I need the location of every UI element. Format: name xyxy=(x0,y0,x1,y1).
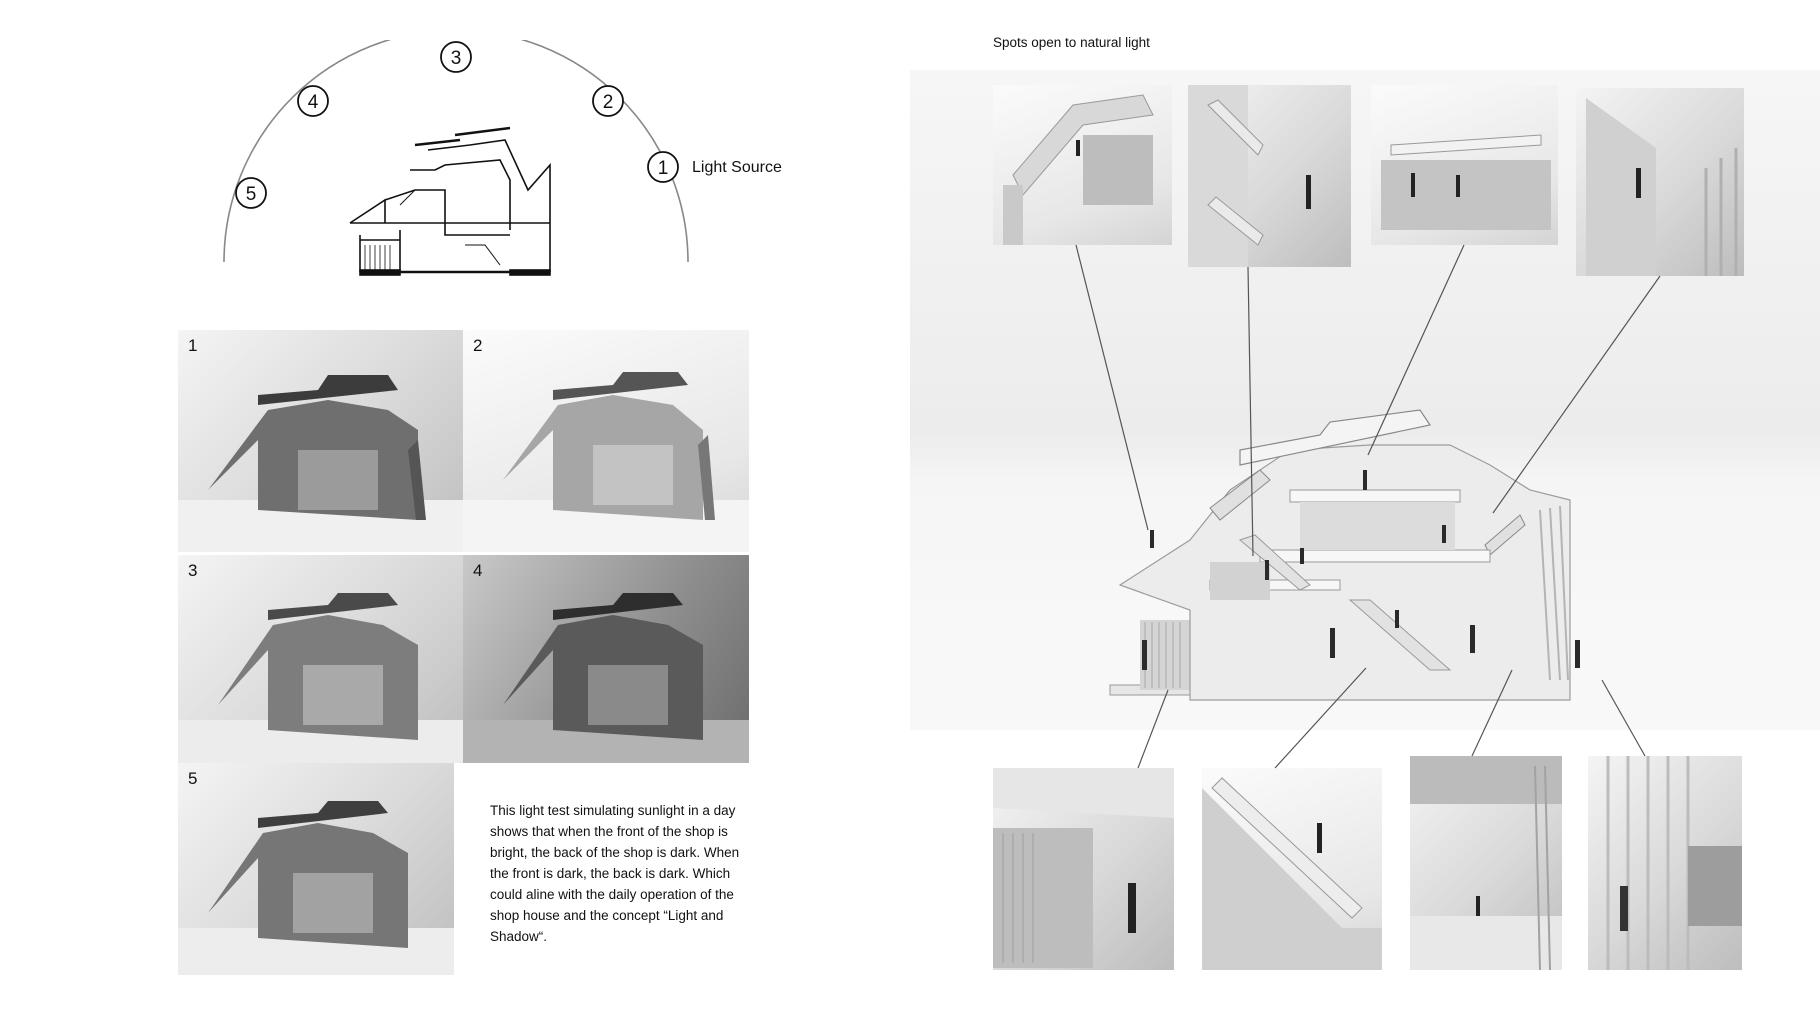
tile-number: 5 xyxy=(188,769,198,788)
svg-text:5: 5 xyxy=(246,184,257,205)
light-test-photo-4: 4 xyxy=(463,555,749,763)
model-sketch xyxy=(178,801,454,975)
tile-number: 2 xyxy=(473,336,483,355)
sun-position-4: 4 xyxy=(297,85,329,117)
sun-position-3: 3 xyxy=(440,41,472,73)
tile-number: 1 xyxy=(188,336,198,355)
sun-position-1: 1 xyxy=(647,151,679,183)
model-sketch xyxy=(178,593,463,763)
light-test-description: This light test simulating sunlight in a… xyxy=(490,803,740,944)
section-drawing xyxy=(349,126,551,276)
light-test-photo-1: 1 xyxy=(178,330,463,552)
light-test-photo-2: 2 xyxy=(463,330,749,552)
sun-path-diagram: 1 2 3 4 5 Light Source xyxy=(223,40,782,276)
spot-thumb-top-1 xyxy=(993,85,1172,245)
tile-number: 4 xyxy=(473,561,483,580)
tile-number: 3 xyxy=(188,561,198,580)
thumb-sketch xyxy=(1586,98,1738,276)
model-sketch xyxy=(178,375,463,552)
spot-thumb-top-4 xyxy=(1576,88,1744,276)
svg-text:3: 3 xyxy=(451,48,462,69)
thumb-sketch xyxy=(1410,756,1562,970)
svg-text:1: 1 xyxy=(658,158,669,179)
svg-text:2: 2 xyxy=(603,92,614,113)
thumb-sketch xyxy=(1188,85,1311,267)
light-source-label: Light Source xyxy=(692,159,782,176)
model-sketch xyxy=(463,372,749,552)
sun-position-2: 2 xyxy=(592,85,624,117)
spot-thumb-bottom-4 xyxy=(1588,756,1742,970)
thumb-sketch xyxy=(1381,134,1551,230)
model-sketch xyxy=(463,593,749,763)
spot-thumb-bottom-1 xyxy=(993,768,1174,970)
spot-thumb-top-2 xyxy=(1188,85,1351,267)
thumb-sketch xyxy=(1003,94,1154,245)
light-test-photo-3: 3 xyxy=(178,555,463,763)
sun-arc xyxy=(223,40,689,263)
thumb-sketch xyxy=(1606,756,1742,970)
light-test-photo-5: 5 xyxy=(178,763,454,975)
sun-position-5: 5 xyxy=(235,177,267,209)
spot-thumb-bottom-2 xyxy=(1202,768,1382,970)
thumb-sketch xyxy=(993,768,1174,968)
spots-title: Spots open to natural light xyxy=(993,35,1150,50)
thumb-sketch xyxy=(1202,777,1382,970)
svg-text:4: 4 xyxy=(308,92,319,113)
spot-thumb-bottom-3 xyxy=(1410,756,1562,970)
spot-thumb-top-3 xyxy=(1371,85,1558,245)
